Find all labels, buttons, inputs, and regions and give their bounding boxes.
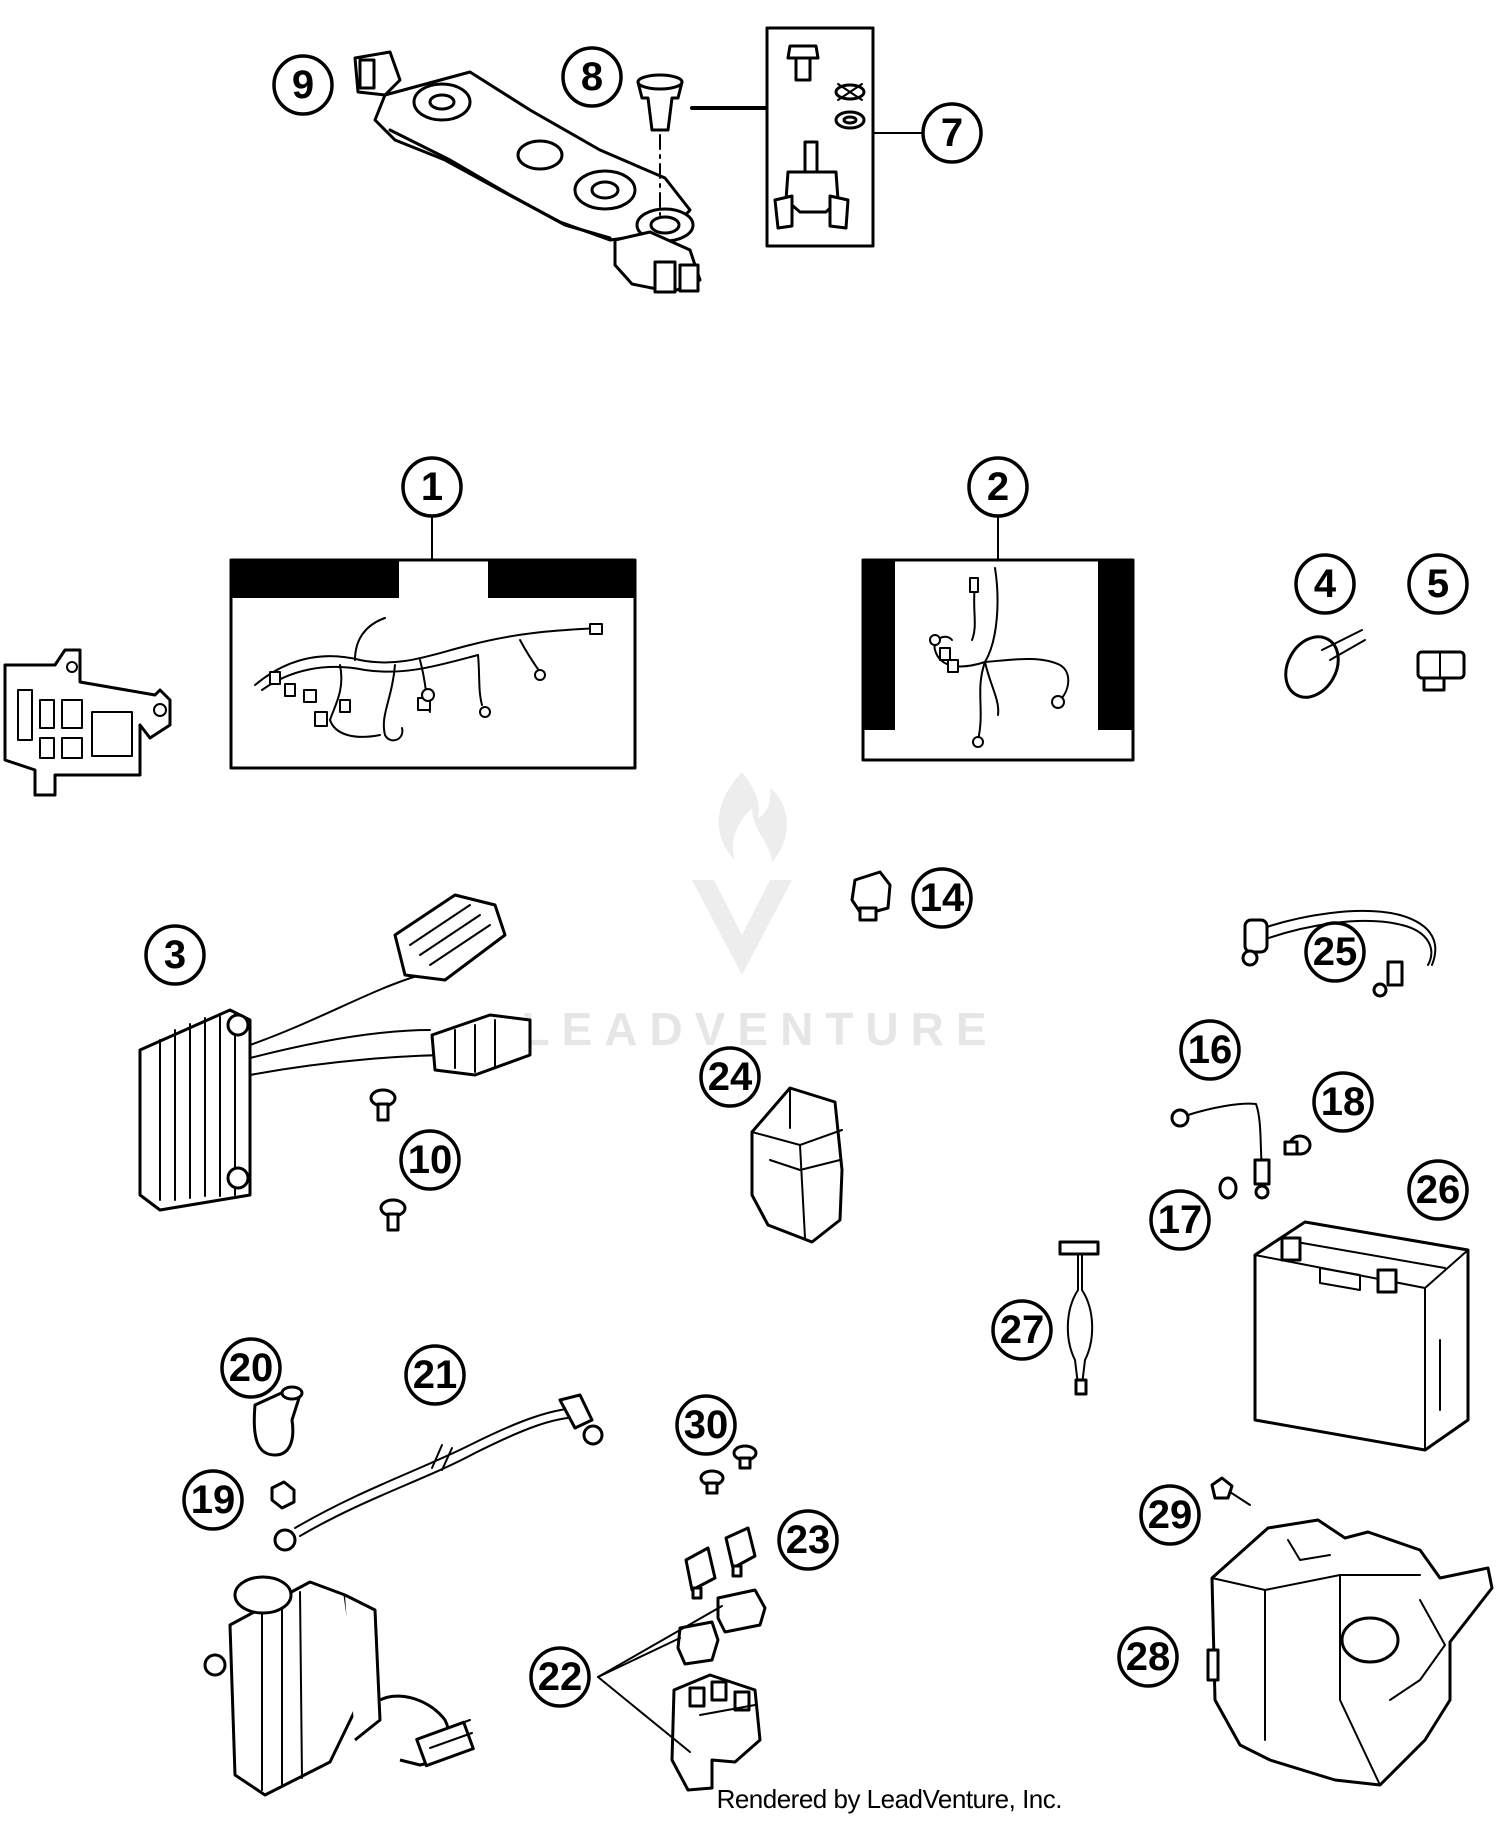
callout-label: 20: [229, 1346, 274, 1390]
part-battery-cable: [1241, 910, 1437, 998]
part-voltage-regulator: [138, 893, 532, 1212]
part-cable-tie: [1284, 629, 1366, 699]
part-screws-10: [369, 1088, 407, 1232]
part-nut: [270, 1480, 296, 1510]
callout-23: 23: [777, 1509, 839, 1571]
callout-10: 10: [399, 1129, 461, 1191]
callout-label: 10: [408, 1138, 453, 1182]
callout-28: 28: [1117, 1626, 1179, 1688]
part-washer-17: [1218, 1176, 1238, 1200]
part-harness-bracket: [3, 648, 172, 797]
callout-label: 18: [1321, 1080, 1366, 1124]
part-battery: [1253, 1220, 1470, 1452]
callout-18: 18: [1312, 1071, 1374, 1133]
callout-7: 7: [921, 102, 983, 164]
part-battery-holder: [1206, 1518, 1494, 1787]
callout-label: 21: [413, 1353, 458, 1397]
part-triple-clamp: [353, 50, 702, 294]
callout-label: 24: [708, 1055, 753, 1099]
part-starter-motor: [203, 1575, 475, 1797]
callout-label: 2: [987, 465, 1009, 509]
callout-17: 17: [1149, 1189, 1211, 1251]
callout-2: 2: [967, 456, 1029, 518]
callout-label: 26: [1416, 1168, 1461, 1212]
callout-label: 4: [1314, 562, 1337, 606]
callout-label: 23: [786, 1518, 831, 1562]
callout-label: 29: [1148, 1493, 1193, 1537]
part-bushing: [636, 73, 684, 216]
render-credit: Rendered by LeadVenture, Inc.: [716, 1784, 1063, 1814]
callout-25: 25: [1304, 921, 1366, 983]
callout-label: 28: [1126, 1635, 1171, 1679]
leadventure-watermark: LEADVENTURE: [521, 772, 998, 1055]
part-fuse-tool: [1058, 1240, 1100, 1396]
callout-24: 24: [699, 1046, 761, 1108]
part-bolt-18: [1283, 1134, 1312, 1156]
part-clip: [1416, 650, 1466, 692]
part-steering-stem-kit: [765, 26, 923, 248]
callout-label: 5: [1427, 562, 1449, 606]
callout-3: 3: [144, 924, 206, 986]
callout-label: 16: [1188, 1028, 1233, 1072]
callout-label: 22: [538, 1655, 583, 1699]
part-screws-30: [699, 1444, 758, 1495]
part-relay-box: [597, 1588, 767, 1792]
callout-label: 1: [421, 465, 443, 509]
callout-label: 8: [581, 55, 603, 99]
callout-4: 4: [1294, 553, 1356, 615]
part-connector-14: [850, 870, 892, 922]
part-fuses: [684, 1526, 757, 1600]
callout-22: 22: [529, 1646, 591, 1708]
callout-21: 21: [404, 1344, 466, 1406]
callout-label: 17: [1158, 1198, 1203, 1242]
callout-19: 19: [182, 1469, 244, 1531]
watermark-text: LEADVENTURE: [521, 1003, 998, 1055]
callout-30: 30: [675, 1394, 737, 1456]
part-sub-wiring-harness: [861, 515, 1135, 762]
callout-14: 14: [911, 867, 973, 929]
callout-label: 9: [292, 63, 314, 107]
callout-label: 7: [941, 111, 963, 155]
callout-27: 27: [991, 1299, 1053, 1361]
callout-8: 8: [561, 46, 623, 108]
callout-26: 26: [1407, 1159, 1469, 1221]
part-screw-29: [1210, 1476, 1251, 1506]
part-rubber-cap: [252, 1385, 304, 1457]
callout-16: 16: [1179, 1019, 1241, 1081]
callout-label: 19: [191, 1478, 236, 1522]
part-starter-cable: [273, 1393, 604, 1552]
callout-label: 27: [1000, 1308, 1045, 1352]
callout-9: 9: [272, 54, 334, 116]
callout-1: 1: [401, 456, 463, 518]
callout-label: 14: [920, 876, 965, 920]
callout-20: 20: [220, 1337, 282, 1399]
callout-29: 29: [1139, 1484, 1201, 1546]
callout-label: 3: [164, 933, 186, 977]
callout-label: 25: [1313, 930, 1358, 974]
part-control-unit: [750, 1086, 844, 1244]
part-main-wiring-harness: [229, 515, 637, 770]
part-ground-cable: [1170, 1102, 1271, 1200]
callout-label: 30: [684, 1403, 729, 1447]
callout-5: 5: [1407, 553, 1469, 615]
